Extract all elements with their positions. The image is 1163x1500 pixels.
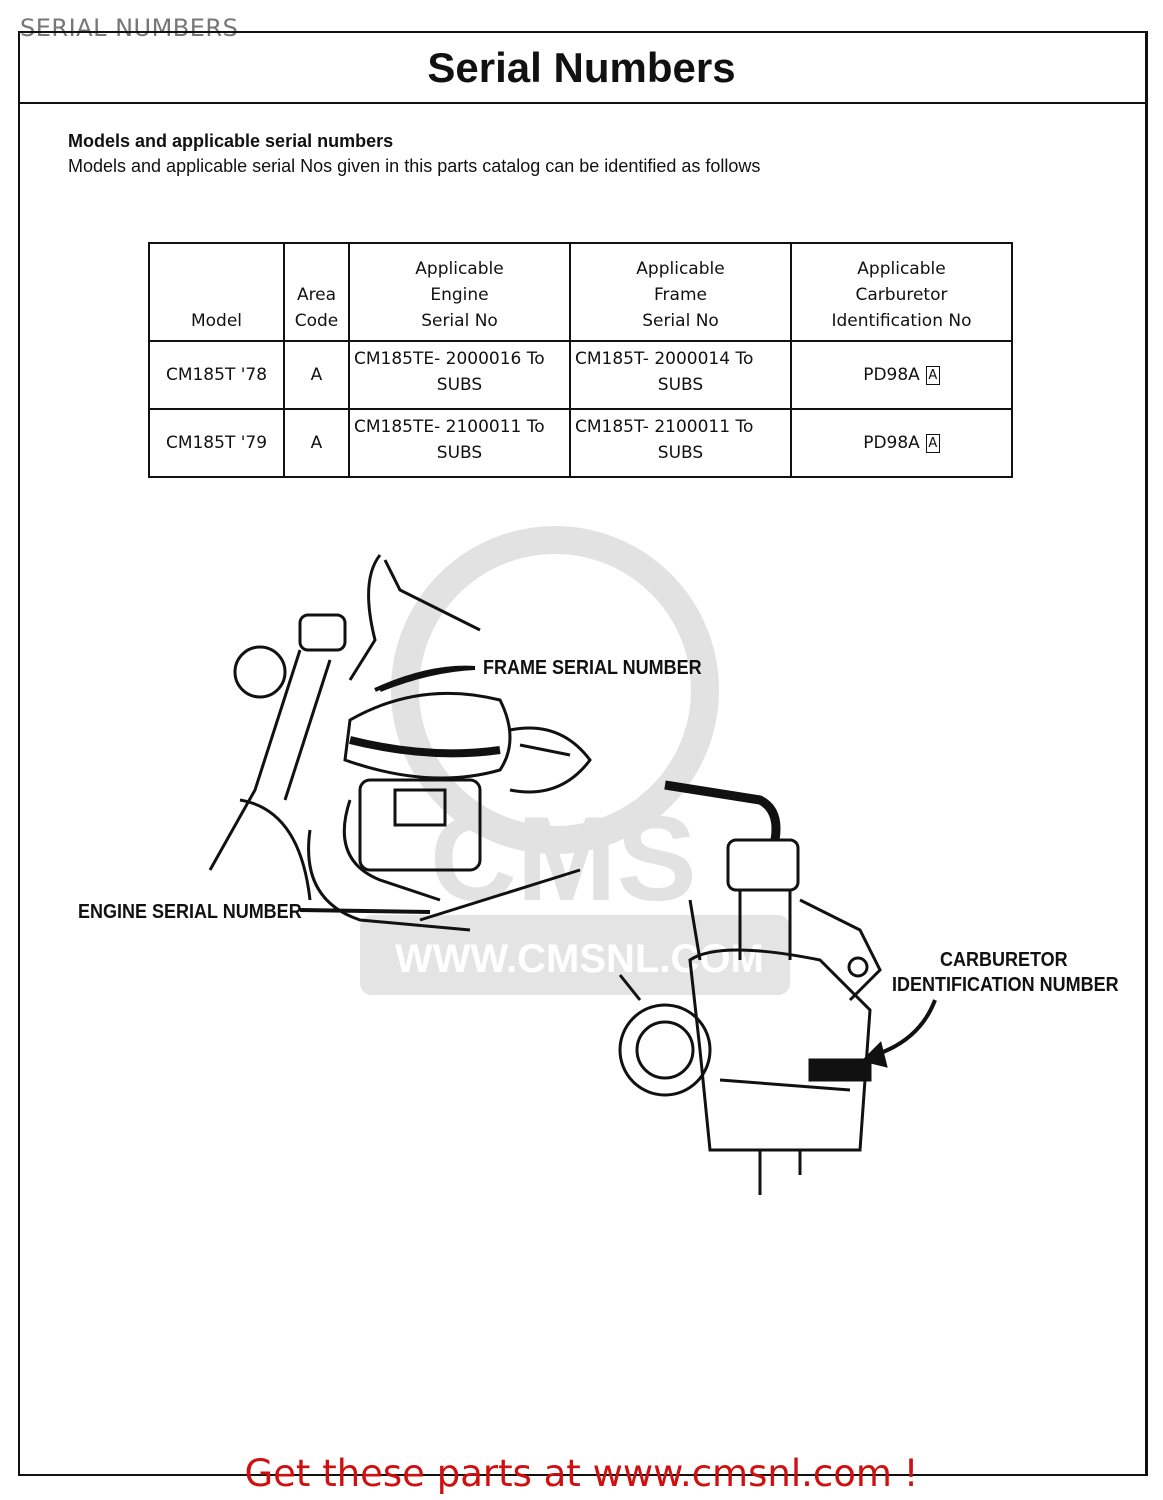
page-frame xyxy=(18,31,1148,1476)
frame-serial: CM185T- 2000014 To xyxy=(575,349,754,369)
cell-area: A xyxy=(283,340,350,410)
header-line: Identification No xyxy=(831,311,972,331)
engine-serial-callout: ENGINE SERIAL NUMBER xyxy=(78,901,302,923)
frame-serial-end: SUBS xyxy=(657,375,704,395)
cell-model: CM185T '79 xyxy=(148,408,285,478)
header-line: Code xyxy=(294,311,339,331)
carb-id: PD98A xyxy=(863,433,920,453)
cell-area: A xyxy=(283,408,350,478)
title-divider xyxy=(18,102,1146,104)
header-line: Carburetor xyxy=(855,285,948,305)
header-line: Area xyxy=(296,285,337,305)
header-line: Model xyxy=(190,311,243,331)
header-model: Model xyxy=(148,242,285,342)
section-heading: Models and applicable serial numbers xyxy=(68,131,394,151)
carburetor-drawing xyxy=(618,780,882,1195)
header-line: Frame xyxy=(654,285,707,305)
cell-engine: CM185TE- 2000016 To SUBS xyxy=(348,340,571,410)
carb-id: PD98A xyxy=(863,365,920,385)
svg-text:WWW.CMSNL.COM: WWW.CMSNL.COM xyxy=(395,937,764,981)
engine-serial: CM185TE- 2100011 To xyxy=(354,417,545,437)
cell-frame: CM185T- 2000014 To SUBS xyxy=(569,340,792,410)
area-mark-box: A xyxy=(925,433,940,453)
sheet-label: SERIAL NUMBERS xyxy=(20,14,239,42)
engine-serial: CM185TE- 2000016 To xyxy=(354,349,545,369)
cell-frame: CM185T- 2100011 To SUBS xyxy=(569,408,792,478)
frame-leader-line xyxy=(379,666,476,692)
frame-serial: CM185T- 2100011 To xyxy=(575,417,754,437)
cell-engine: CM185TE- 2100011 To SUBS xyxy=(348,408,571,478)
frame-serial-end: SUBS xyxy=(657,443,704,463)
table-row: CM185T '79 A CM185TE- 2100011 To SUBS CM1… xyxy=(148,408,1013,478)
page-title: Serial Numbers xyxy=(427,44,736,91)
footer-link[interactable]: Get these parts at www.cmsnl.com ! xyxy=(244,1452,919,1495)
engine-serial-end: SUBS xyxy=(436,443,483,463)
header-line: Serial No xyxy=(421,311,498,331)
table-row: CM185T '78 A CM185TE- 2000016 To SUBS CM1… xyxy=(148,340,1013,410)
engine-serial-end: SUBS xyxy=(436,375,483,395)
cell-model: CM185T '78 xyxy=(148,340,285,410)
header-line: Serial No xyxy=(642,311,719,331)
frame-serial-callout: FRAME SERIAL NUMBER xyxy=(483,657,702,679)
carb-callout-line2: IDENTIFICATION NUMBER xyxy=(892,974,1119,996)
intro-text: Models and applicable serial Nos given i… xyxy=(68,156,761,176)
arrow-head-icon xyxy=(861,1041,888,1068)
carb-callout-line1: CARBURETOR xyxy=(940,949,1068,971)
header-line: Engine xyxy=(430,285,489,305)
header-line: Applicable xyxy=(636,259,725,279)
watermark-logo: CMS WWW.CMSNL.COM xyxy=(360,526,790,995)
leader-arrows xyxy=(299,666,937,1068)
header-line: Applicable xyxy=(857,259,946,279)
area-mark-box: A xyxy=(925,365,940,385)
carb-leader-line xyxy=(874,999,937,1057)
engine-leader-line xyxy=(299,908,431,914)
header-line: Applicable xyxy=(415,259,504,279)
